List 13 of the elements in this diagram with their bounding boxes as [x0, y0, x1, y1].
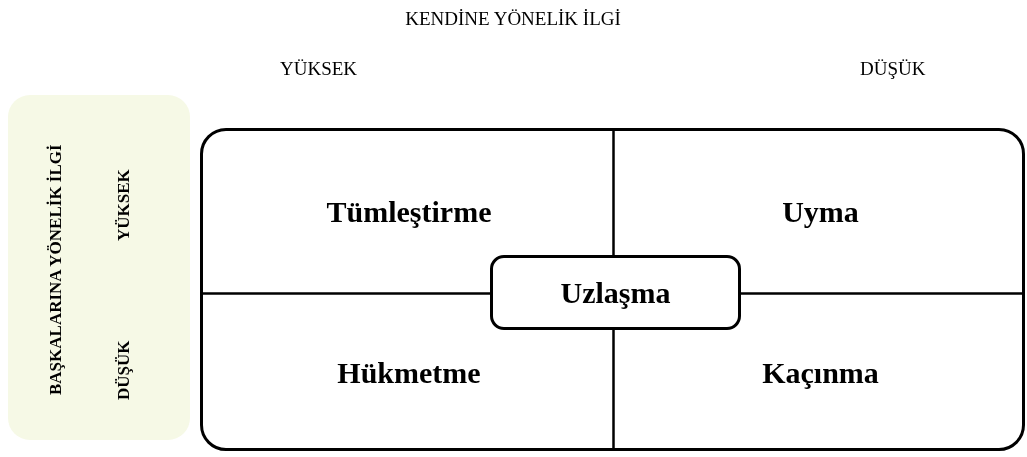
axis-value: YÜKSEK: [280, 58, 358, 80]
center-box: Uzlaşma: [490, 255, 741, 330]
axis-panel: [8, 95, 190, 440]
axis-value: DÜŞÜK: [860, 58, 926, 80]
axis-value: YÜKSEK: [114, 168, 134, 243]
axis-value: DÜŞÜK: [114, 339, 134, 402]
quadrant-label: Tümleştirme: [326, 195, 492, 229]
matrix-frame: [200, 128, 1025, 451]
quadrant-label: Kaçınma: [762, 355, 879, 390]
axis-title: BAŞKALARINA YÖNELİK İLGİ: [46, 143, 66, 398]
quadrant-label: Uyma: [782, 195, 859, 229]
quadrant-label: Hükmetme: [337, 355, 481, 390]
axis-title: KENDİNE YÖNELİK İLGİ: [405, 8, 621, 30]
